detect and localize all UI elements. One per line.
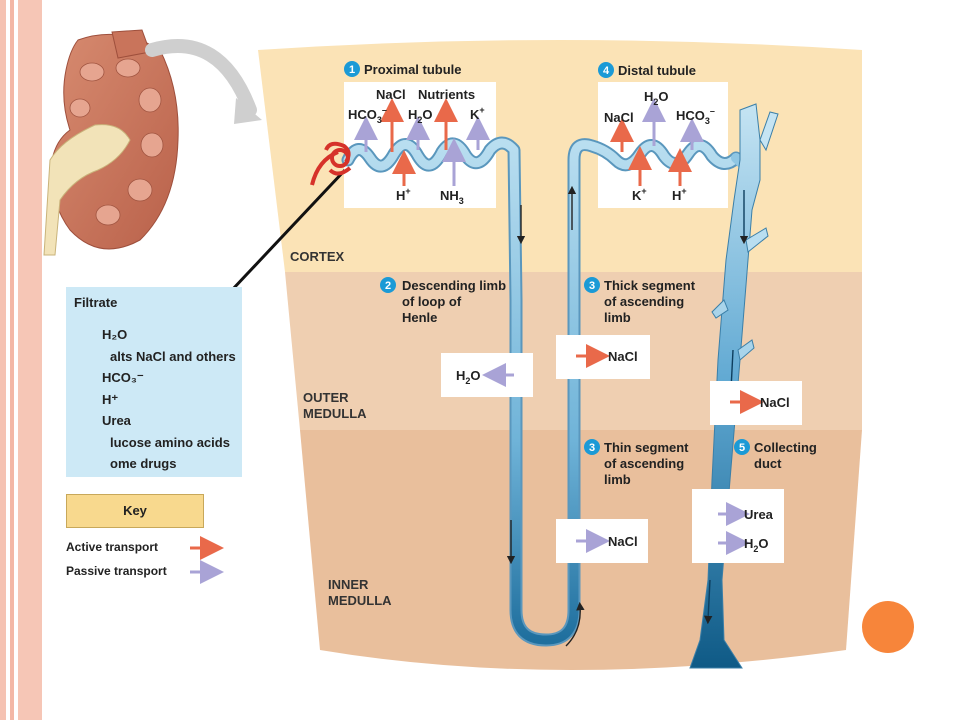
svg-text:NaCl: NaCl [608,534,638,549]
descending-line-1: Descending limb [402,278,506,293]
svg-text:NaCl: NaCl [760,395,790,410]
glomerulus [310,141,352,186]
collecting-urea-h2o-box: Urea H2O [692,489,784,563]
filtrate-item: alts NaCl and others [110,348,236,364]
thin-segment-label: 3 Thin segment of ascending limb [584,439,689,487]
descending-line-2: of loop of [402,294,462,309]
filtrate-title: Filtrate [74,295,118,310]
step-number-4: 4 [603,65,610,77]
svg-text:H2O: H2O [744,536,769,554]
step-badge-5 [734,439,750,455]
step-number-3b: 3 [589,442,595,454]
proximal-tubule-label: Proximal tubule [364,62,462,77]
slide-right-border [0,0,42,720]
step-number-1: 1 [349,64,355,76]
collecting-duct-label: 5 Collecting duct [734,439,817,471]
filtrate-pointer [230,168,347,292]
filtrate-item: Urea [102,413,131,428]
distal-transport-arrows [610,98,704,186]
svg-text:NaCl: NaCl [608,349,638,364]
step-number-5: 5 [739,442,745,454]
thin-line-2: of ascending [604,456,684,471]
thin-line-3: limb [604,472,631,487]
thin-line-1: Thin segment [604,440,689,455]
filtrate-item: ome drugs [110,456,177,471]
collecting-line-2: duct [754,456,782,471]
filtrate-item: lucose amino acids [110,434,230,450]
inner-medulla-label-2: MEDULLA [328,593,392,608]
legend-passive-transport: Passive transport [66,564,167,578]
proximal-hco3-label: HCO3– [348,105,387,125]
distal-nacl-label: NaCl [604,110,634,125]
proximal-nacl-label: NaCl [376,87,406,102]
descending-line-3: Henle [402,310,437,325]
thick-segment-label: 3 Thick segment of ascending limb [584,277,696,325]
svg-text:H2O: H2O [456,368,481,386]
step-badge-3b [584,439,600,455]
distal-h2o-label: H2O [644,89,669,107]
thick-line-2: of ascending [604,294,684,309]
step-badge-2 [380,277,396,293]
proximal-box [344,82,496,208]
step-number-3a: 3 [589,280,595,292]
distal-labels: 4 Distal tubule H2O NaCl HCO3– K+ H+ [598,62,715,203]
cortex-label: CORTEX [290,249,345,264]
slide-decoration-circle [862,601,914,653]
outer-medulla-label-2: MEDULLA [303,406,367,421]
filtrate-item: H₂O [102,327,128,342]
distal-tubule-label: Distal tubule [618,63,696,78]
descending-limb-label: 2 Descending limb of loop of Henle [380,277,506,325]
thick-line-3: limb [604,310,631,325]
filtrate-item: HCO₃⁻ [102,370,144,385]
proximal-k-label: K+ [470,105,485,122]
key-box: Key [66,494,204,528]
step-number-2: 2 [385,280,391,292]
proximal-labels: 1 Proximal tubule HCO3– NaCl H2O Nutrien… [344,61,485,206]
step-badge-4 [598,62,614,78]
step-badge-3a [584,277,600,293]
distal-k-label: K+ [632,186,647,203]
thick-nacl-box: NaCl [556,335,650,379]
step-badge-1 [344,61,360,77]
proximal-transport-arrows [354,98,490,186]
outer-medulla-label-1: OUTER [303,390,349,405]
kidney-illustration [43,29,262,256]
collecting-line-1: Collecting [754,440,817,455]
distal-h-label: H+ [672,186,687,203]
legend-active-transport: Active transport [66,540,159,554]
descending-h2o-box: H2O [441,353,533,397]
proximal-h2o-label: H2O [408,107,433,125]
distal-hco3-label: HCO3– [676,106,715,126]
inner-medulla-label-1: INNER [328,577,369,592]
thick-line-1: Thick segment [604,278,696,293]
thin-nacl-box: NaCl [556,519,648,563]
proximal-h-label: H+ [396,186,411,203]
flow-arrows [506,185,749,647]
filtrate-box: Filtrate H₂O alts NaCl and others HCO₃⁻ … [66,287,242,477]
svg-text:Urea: Urea [744,507,774,522]
proximal-nutrients-label: Nutrients [418,87,475,102]
zone-labels: CORTEX OUTER MEDULLA INNER MEDULLA [290,249,392,608]
filtrate-item: H⁺ [102,391,119,407]
collecting-nacl-box: NaCl [710,381,802,425]
proximal-nh3-label: NH3 [440,188,464,206]
